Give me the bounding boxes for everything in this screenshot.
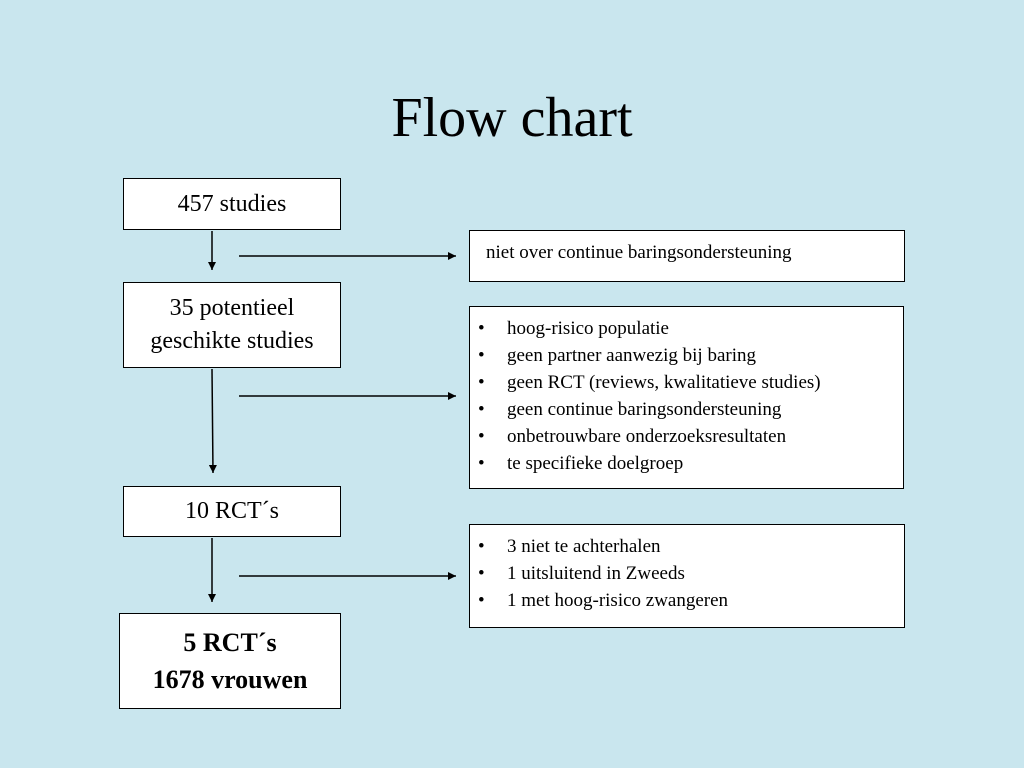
stage-line: 1678 vrouwen — [152, 665, 308, 694]
stage-line: 10 RCT´s — [184, 498, 279, 524]
slide-title: Flow chart — [391, 87, 633, 149]
exclusion-item-text: hoog-risico populatie — [507, 318, 669, 339]
bullet-icon: • — [478, 318, 485, 339]
exclusion-item-text: 3 niet te achterhalen — [507, 536, 661, 557]
exclusion-list-item: • geen RCT (reviews, kwalitatieve studies… — [470, 369, 903, 396]
exclusion-list-item: • 1 uitsluitend in Zweeds — [470, 560, 904, 587]
stage-line: 5 RCT´s — [183, 628, 277, 657]
stage-line: geschikte studies — [150, 328, 314, 354]
exclusion-list-item: • 1 met hoog-risico zwangeren — [470, 587, 904, 614]
bullet-icon: • — [478, 453, 485, 474]
exclusion-list-item: • geen partner aanwezig bij baring — [470, 342, 903, 369]
down-arrow-2 — [208, 368, 217, 474]
exclusion-box-1: niet over continue baringsondersteuning — [469, 230, 905, 282]
bullet-icon: • — [478, 536, 485, 557]
exclusion-list-item: • hoog-risico populatie — [470, 315, 903, 342]
exclusion-item-text: onbetrouwbare onderzoeksresultaten — [507, 426, 787, 447]
exclusion-list: • hoog-risico populatie • geen partner aan… — [470, 315, 903, 477]
exclusion-item-text: geen continue baringsondersteuning — [507, 399, 782, 420]
bullet-icon: • — [478, 563, 485, 584]
exclusion-text: niet over continue baringsondersteuning — [486, 242, 792, 263]
exclusion-item-text: 1 uitsluitend in Zweeds — [507, 563, 685, 584]
bullet-icon: • — [478, 345, 485, 366]
exclusion-list-item: • te specifieke doelgroep — [470, 450, 903, 477]
exclusion-list-item: • geen continue baringsondersteuning — [470, 396, 903, 423]
exclusion-item-text: geen RCT (reviews, kwalitatieve studies) — [507, 372, 821, 393]
exclusion-box-3: • 3 niet te achterhalen • 1 uitsluitend in… — [469, 524, 905, 628]
exclusion-item-text: geen partner aanwezig bij baring — [507, 345, 756, 366]
bullet-icon: • — [478, 590, 485, 611]
exclusion-box-2: • hoog-risico populatie • geen partner aan… — [469, 306, 904, 489]
exclusion-list: • 3 niet te achterhalen • 1 uitsluitend in… — [470, 533, 904, 614]
exclusion-list-item: • onbetrouwbare onderzoeksresultaten — [470, 423, 903, 450]
stage-box-35-potential-studies: 35 potentieel geschikte studies — [123, 282, 341, 368]
exclusion-list-item: • 3 niet te achterhalen — [470, 533, 904, 560]
bullet-icon: • — [478, 399, 485, 420]
stage-box-457-studies: 457 studies — [123, 178, 341, 230]
exclusion-item-text: 1 met hoog-risico zwangeren — [507, 590, 729, 611]
bullet-icon: • — [478, 372, 485, 393]
bullet-icon: • — [478, 426, 485, 447]
stage-line: 35 potentieel — [169, 295, 295, 321]
stage-line: 457 studies — [177, 190, 287, 217]
exclusion-item-text: te specifieke doelgroep — [507, 453, 684, 474]
stage-box-10-rcts: 10 RCT´s — [123, 486, 341, 537]
stage-box-final-5-rcts: 5 RCT´s 1678 vrouwen — [119, 613, 341, 709]
